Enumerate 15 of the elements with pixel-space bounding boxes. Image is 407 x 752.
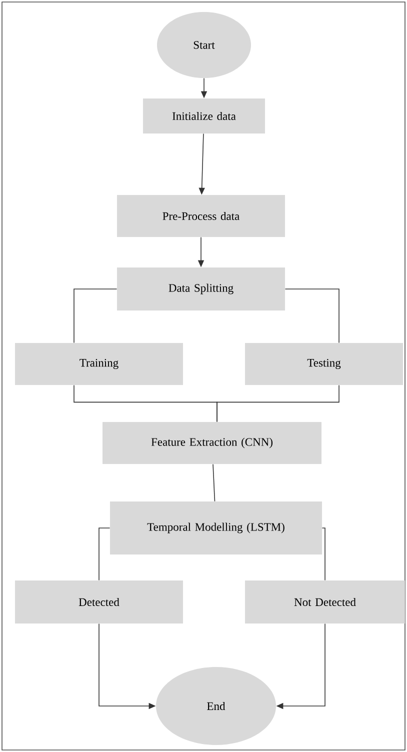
connector-line: [74, 288, 118, 344]
process-box: Temporal Modelling (LSTM): [110, 502, 322, 554]
process-box: Feature Extraction (CNN): [102, 422, 322, 464]
connector-line: [98, 528, 110, 581]
process-box: Detected: [15, 580, 183, 624]
process-box: Pre-Process data: [117, 195, 285, 237]
process-box: Testing: [245, 343, 403, 385]
connector-line: [284, 288, 340, 344]
process-box: Training: [15, 343, 183, 385]
connector-line: [216, 384, 340, 422]
process-box: Not Detected: [245, 580, 405, 624]
process-box: Initialize data: [143, 98, 265, 134]
connector-line: [212, 464, 216, 502]
process-box: Data Splitting: [117, 268, 285, 310]
connector-line: [322, 528, 326, 581]
